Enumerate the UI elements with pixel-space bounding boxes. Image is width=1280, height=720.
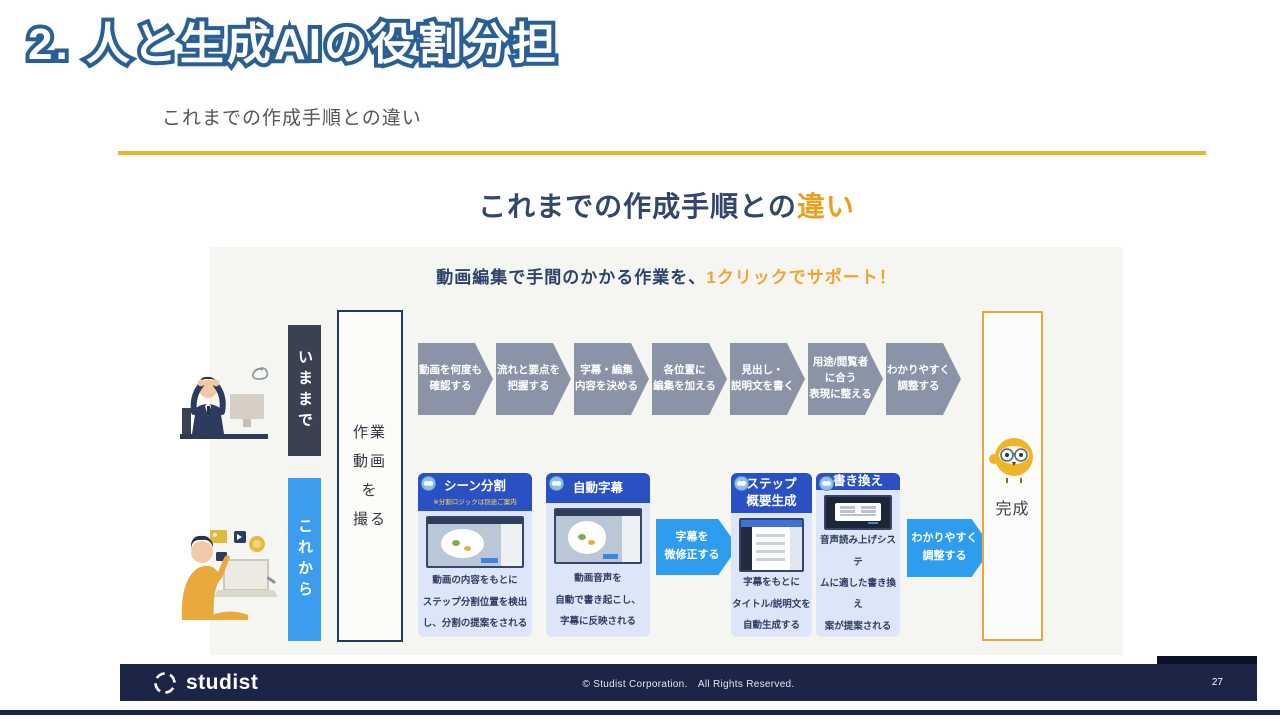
manual-step-arrow: 用途/閲覧者 に合う 表現に整える <box>808 343 883 415</box>
lane-label-before: いままで <box>288 325 321 456</box>
card-screenshot <box>824 494 892 531</box>
ai-card-scene-split: シーン分割 ※分割ロジックは別途ご案内 動画の内容をもとに ステップ分割位置を検… <box>418 473 532 637</box>
done-label: 完成 <box>995 501 1030 518</box>
ai-card-title: 書き換え <box>832 474 883 488</box>
ai-card-header: ステップ 概要生成 <box>731 473 812 513</box>
done-box: 完成 <box>982 311 1043 641</box>
ai-card-rewrite: 書き換え 音声読み上げシステ ムに適した書き換え 案が提案される <box>816 473 900 637</box>
footer-bar: studist © Studist Corporation. All Right… <box>120 664 1257 701</box>
ai-card-description: 音声読み上げシステ ムに適した書き換え 案が提案される <box>819 535 896 632</box>
card-screenshot <box>554 508 642 564</box>
slide-title: これまでの作成手順との違い <box>210 185 1123 225</box>
owl-avatar-icon <box>549 476 564 491</box>
process-diagram-panel: 動画編集で手間のかかる作業を、1クリックでサポート！ いままで これから 作業 … <box>210 247 1123 655</box>
owl-avatar-icon <box>819 476 834 491</box>
lane-label-after: これから <box>288 478 321 641</box>
ai-card-description: 動画の内容をもとに ステップ分割位置を検出 し、分割の提案をされる <box>422 575 528 630</box>
page-number: 27 <box>1211 677 1223 688</box>
manual-step-arrow: 字幕・編集 内容を決める <box>574 343 649 415</box>
first-step-box: 作業 動画 を 撮る <box>337 310 403 642</box>
human-step-arrow: わかりやすく 調整する <box>907 519 992 577</box>
slide-title-main: これまでの作成手順との <box>478 191 797 222</box>
manual-steps-row: 動画を何度も 確認する 流れと要点を 把握する 字幕・編集 内容を決める 各位置… <box>418 343 961 415</box>
illustration-creative-worker <box>181 530 278 620</box>
manual-step-arrow: わかりやすく 調整する <box>886 343 961 415</box>
bottom-border-strip <box>0 710 1280 715</box>
footer-copyright: © Studist Corporation. All Rights Reserv… <box>582 679 795 690</box>
manual-step-arrow: 各位置に 編集を加える <box>652 343 727 415</box>
owl-mascot-icon <box>988 438 1033 483</box>
ai-card-auto-subtitle: 自動字幕 動画音声を 自動で書き起こし、 字幕に反映される <box>546 473 650 637</box>
manual-step-arrow: 動画を何度も 確認する <box>418 343 493 415</box>
banner-accent: 1クリックでサポート！ <box>706 268 897 287</box>
owl-avatar-icon <box>734 476 749 491</box>
ai-card-description: 字幕をもとに タイトル/説明文を 自動生成する <box>732 577 811 632</box>
owl-avatar-icon <box>421 476 436 491</box>
ai-card-title: シーン分割 <box>444 479 506 494</box>
yellow-divider-line <box>118 151 1206 155</box>
diagram-banner: 動画編集で手間のかかる作業を、1クリックでサポート！ <box>210 263 1123 288</box>
page-title: 2. 人と生成AIの役割分担 2. 人と生成AIの役割分担 <box>24 8 648 78</box>
ai-card-title: ステップ 概要生成 <box>746 477 797 508</box>
card-screenshot <box>426 516 524 568</box>
manual-step-arrow: 見出し・ 説明文を書く <box>730 343 805 415</box>
page-title-outline: 2. 人と生成AIの役割分担 <box>24 16 560 73</box>
ai-card-step-summary: ステップ 概要生成 字幕をもとに タイトル/説明文を 自動生成する <box>731 473 812 637</box>
ai-card-caption: ※分割ロジックは別途ご案内 <box>433 498 517 506</box>
ai-card-title: 自動字幕 <box>572 480 623 495</box>
ai-card-header: 自動字幕 <box>546 473 650 503</box>
page-subtitle: これまでの作成手順との違い <box>162 108 422 129</box>
illustration-frustrated-worker <box>180 367 269 439</box>
page-title-text: 2. 人と生成AIの役割分担 <box>28 20 559 69</box>
studist-logo-text: studist <box>186 670 259 694</box>
studist-circle-icon <box>154 671 176 694</box>
card-screenshot <box>739 518 804 572</box>
manual-step-arrow: 流れと要点を 把握する <box>496 343 571 415</box>
ai-card-header: 書き換え <box>816 473 900 491</box>
ai-card-description: 動画音声を 自動で書き起こし、 字幕に反映される <box>555 573 641 628</box>
studist-logo: studist <box>152 670 258 696</box>
slide-title-accent: 違い <box>796 191 855 222</box>
human-step-arrow: 字幕を 微修正する <box>656 519 738 575</box>
banner-main: 動画編集で手間のかかる作業を、 <box>436 268 707 287</box>
ai-card-header: シーン分割 ※分割ロジックは別途ご案内 <box>418 473 532 511</box>
